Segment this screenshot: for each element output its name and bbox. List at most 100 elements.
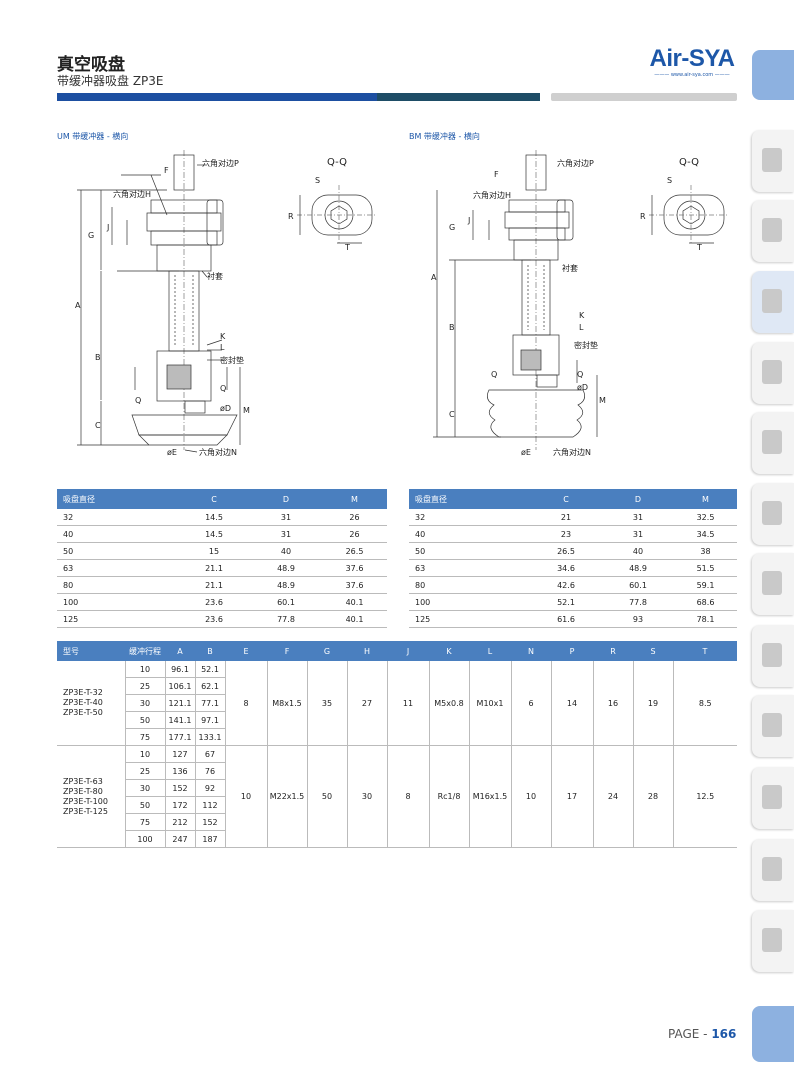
table-cell: 247 <box>164 830 195 848</box>
svg-text:T: T <box>696 243 702 252</box>
table-cell: 40 <box>57 525 178 543</box>
svg-text:B: B <box>449 323 455 332</box>
table-cell: 10 <box>124 661 165 678</box>
table-cell: 100 <box>57 593 178 611</box>
table-cell: 26 <box>322 525 387 543</box>
table-cell: 14 <box>550 661 593 746</box>
table-header-cell: T <box>673 641 737 661</box>
table-cell: 32 <box>409 509 530 526</box>
table-cell: 8 <box>386 745 429 848</box>
table-cell: 40 <box>250 542 322 560</box>
table-cell: 48.9 <box>602 559 674 577</box>
sidebar-tab[interactable] <box>752 271 794 333</box>
svg-text:G: G <box>88 231 94 240</box>
table-cell: 26.5 <box>322 542 387 560</box>
table-cell: 63 <box>57 559 178 577</box>
table-cell: 67 <box>194 745 225 763</box>
svg-text:Q: Q <box>577 370 583 379</box>
table-cell: 42.6 <box>530 576 602 594</box>
svg-text:Q: Q <box>135 396 141 405</box>
table-cell: 31 <box>602 525 674 543</box>
svg-text:F: F <box>494 170 499 179</box>
table-cell: 32.5 <box>674 509 737 526</box>
table-cell: 10 <box>510 745 551 848</box>
um-section-label: UM 带缓冲器 - 横向 <box>57 132 129 141</box>
table-header-cell: N <box>511 641 551 661</box>
cylinder-icon <box>762 501 782 525</box>
svg-text:J: J <box>106 223 109 232</box>
table-cell: 10 <box>124 745 165 763</box>
table-cell: 34.5 <box>674 525 737 543</box>
vacuum-cup-icon <box>762 289 782 313</box>
sidebar-tab[interactable] <box>752 130 794 192</box>
table-cell: 50 <box>409 542 530 560</box>
bm-section-label: BM 带缓冲器 - 横向 <box>409 132 480 141</box>
sidebar-tab[interactable] <box>752 767 794 829</box>
svg-text:R: R <box>288 212 294 221</box>
table-cell: 127 <box>164 745 195 763</box>
sidebar-tab[interactable] <box>752 625 794 687</box>
table-cell: M10x1 <box>468 661 511 746</box>
table-cell: 76 <box>194 762 225 780</box>
module-icon <box>762 713 782 737</box>
svg-text:Q: Q <box>220 384 226 393</box>
table-cell: 37.6 <box>322 559 387 577</box>
sidebar-tab[interactable] <box>752 839 794 901</box>
table-cell: 31 <box>250 509 322 526</box>
table-cell: 187 <box>194 830 225 848</box>
table-cell: 60.1 <box>602 576 674 594</box>
svg-text:F: F <box>164 166 169 175</box>
table-cell: 27 <box>346 661 387 746</box>
sidebar-tab[interactable] <box>752 483 794 545</box>
table-cell: 21 <box>530 509 602 526</box>
table-cell: 25 <box>124 762 165 780</box>
table-cell: 30 <box>124 779 165 797</box>
table-cell: 30 <box>124 694 165 712</box>
sidebar-tab[interactable] <box>752 553 794 615</box>
page-number: PAGE - 166 <box>668 1027 737 1041</box>
table-header-cell: R <box>593 641 633 661</box>
table-cell: 11 <box>386 661 429 746</box>
svg-text:M: M <box>243 406 250 415</box>
table-cell: 62.1 <box>194 677 225 695</box>
table-cell: 52.1 <box>194 661 225 678</box>
sidebar-tab[interactable] <box>752 342 794 404</box>
table-cell: 23 <box>530 525 602 543</box>
svg-text:C: C <box>95 421 101 430</box>
sidebar-tab[interactable] <box>752 695 794 757</box>
table-cell: 50 <box>124 711 165 729</box>
filter-regulator-icon <box>762 148 782 172</box>
table-header-cell: H <box>347 641 387 661</box>
sidebar-tab[interactable] <box>752 200 794 262</box>
table-cell: 26.5 <box>530 542 602 560</box>
valve-icon <box>762 430 782 454</box>
sidebar-tab[interactable] <box>752 910 794 972</box>
table-header-cell: A <box>165 641 195 661</box>
svg-text:øD: øD <box>577 383 588 392</box>
fitting-icon <box>762 360 782 384</box>
svg-text:六角对边N: 六角对边N <box>553 447 591 457</box>
table-cell: 92 <box>194 779 225 797</box>
sidebar-tab[interactable] <box>752 412 794 474</box>
table-header-cell: 型号 <box>57 641 125 661</box>
table-cell: M16x1.5 <box>468 745 511 848</box>
table-cell: 26 <box>322 509 387 526</box>
table-cell: 23.6 <box>178 593 250 611</box>
table-cell: 21.1 <box>178 576 250 594</box>
svg-text:L: L <box>579 323 584 332</box>
table-header-cell: F <box>267 641 307 661</box>
table-header-cell: 缓冲行程 <box>125 641 165 661</box>
